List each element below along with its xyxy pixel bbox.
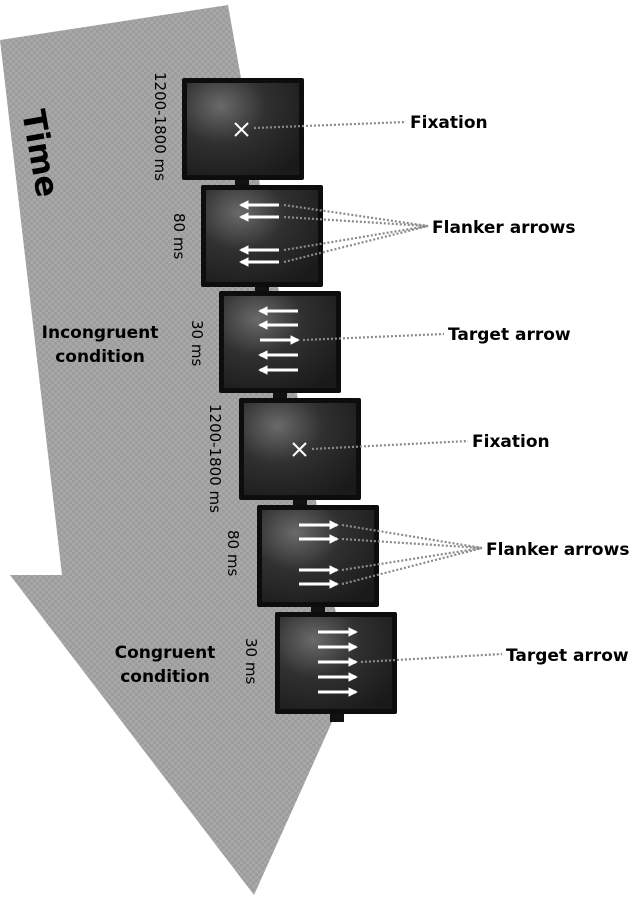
monitor-stand xyxy=(235,180,249,185)
condition-line-2: condition xyxy=(120,667,210,687)
trial-frame: 1200-1800 ms Fixation xyxy=(206,398,550,513)
arrow-stimulus-group xyxy=(239,200,279,267)
condition-line-1: Congruent xyxy=(115,643,216,663)
duration-label: 1200-1800 ms xyxy=(151,72,169,181)
condition-line-1: Incongruent xyxy=(42,323,159,343)
frame-label: Flanker arrows xyxy=(432,218,575,238)
condition-line-2: condition xyxy=(55,347,145,367)
monitor-stand xyxy=(330,714,344,722)
duration-label: 30 ms xyxy=(242,638,260,684)
monitor-stand xyxy=(293,500,307,505)
fixation-cross xyxy=(234,122,249,137)
trial-frame: 80 ms Flanker arrows xyxy=(224,505,629,612)
condition-label-incongruent: Incongruent condition xyxy=(42,323,159,367)
duration-label: 1200-1800 ms xyxy=(206,404,224,513)
frame-label: Flanker arrows xyxy=(486,540,629,560)
trial-frame: 30 ms Target arrow xyxy=(188,291,571,398)
monitor-stand xyxy=(311,607,325,612)
frame-label: Fixation xyxy=(472,432,550,452)
arrow-stimulus-group xyxy=(299,520,339,589)
monitor-stand xyxy=(255,287,269,292)
duration-label: 80 ms xyxy=(170,213,188,259)
arrow-stimulus-group xyxy=(258,306,300,375)
arrow-stimulus-group xyxy=(318,627,358,697)
frame-label: Fixation xyxy=(410,113,488,133)
condition-label-congruent: Congruent condition xyxy=(115,643,216,687)
trial-frame: 1200-1800 ms Fixation xyxy=(151,72,488,185)
frame-label: Target arrow xyxy=(506,646,629,666)
monitor-stand xyxy=(273,393,287,398)
trial-frame: 30 ms Target arrow xyxy=(242,612,629,722)
fixation-cross xyxy=(292,442,307,457)
trial-frame: 80 ms Flanker arrows xyxy=(170,185,575,292)
frame-label: Target arrow xyxy=(448,325,571,345)
duration-label: 80 ms xyxy=(224,530,242,576)
duration-label: 30 ms xyxy=(188,320,206,366)
